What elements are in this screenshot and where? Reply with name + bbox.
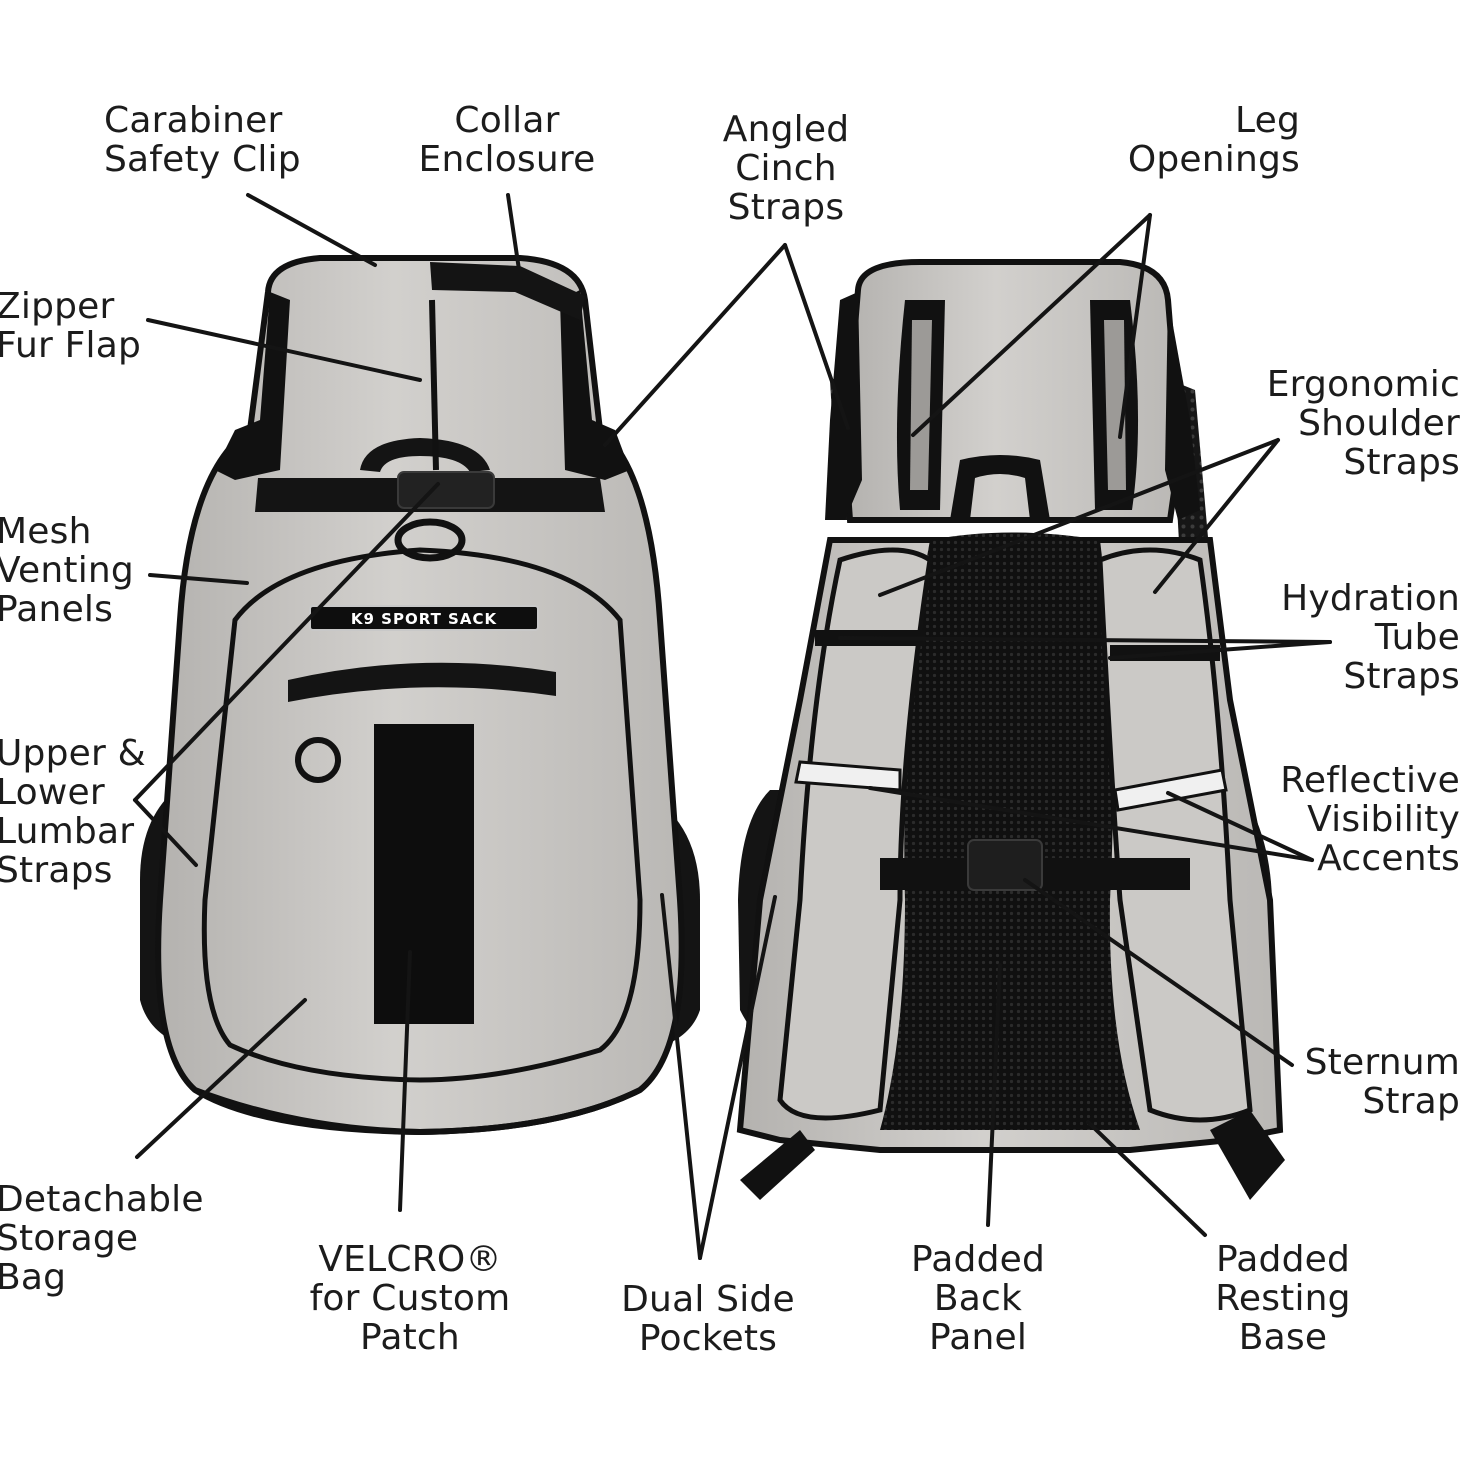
leader-zipper-fur (146, 318, 422, 382)
leader-carabiner (246, 193, 377, 267)
back-backpack (736, 259, 1285, 1200)
label-sternum-strap: Sternum Strap (1304, 1042, 1460, 1122)
front-zipper (288, 662, 556, 702)
reflective-accent-left (794, 760, 902, 792)
cinch-strap-right (1165, 298, 1200, 520)
front-buckle (397, 471, 495, 509)
label-upper-lower-lumbar-straps: Upper & Lower Lumbar Straps (0, 733, 146, 891)
leg-opening-left-inner (910, 320, 932, 490)
padded-back-panel (880, 532, 1140, 1130)
cinch-strap-left (825, 292, 862, 520)
hood-edge-left (215, 292, 290, 480)
leader-dual-b (698, 895, 777, 1260)
leader-angled-cinch-b (783, 243, 850, 430)
leader-dual-a (660, 893, 702, 1260)
leader-reflective-b (1166, 791, 1314, 862)
leader-ergonomic-a (878, 438, 1280, 597)
front-handle (360, 438, 490, 472)
shoulder-strap-left (777, 547, 933, 1121)
label-detachable-storage-bag: Detachable Storage Bag (0, 1179, 204, 1298)
front-backpack: K9 SPORT SACK (140, 255, 700, 1136)
leader-padded-back (986, 963, 1002, 1227)
leader-mesh (148, 573, 249, 585)
leader-leg-b (1118, 213, 1152, 439)
collar-enclosure-strap (430, 262, 585, 320)
leader-velcro (398, 950, 412, 1212)
leader-detachable (135, 998, 307, 1159)
leader-reflective-a (868, 786, 1314, 862)
leader-padded-resting (1086, 1120, 1207, 1237)
label-padded-back-panel: Padded Back Panel (910, 1239, 1046, 1358)
resting-base-tab-left (740, 1130, 815, 1200)
leader-hydration-b (1108, 640, 1332, 660)
label-hydration-tube-straps: Hydration Tube Straps (1281, 578, 1460, 697)
label-angled-cinch-straps: Angled Cinch Straps (722, 109, 850, 228)
leader-leg-a (911, 213, 1152, 437)
front-bottom-trim (193, 1087, 642, 1136)
brand-patch-text: K9 SPORT SACK (351, 610, 498, 628)
velcro-patch (374, 724, 474, 1024)
label-ergonomic-shoulder-straps: Ergonomic Shoulder Straps (1266, 364, 1460, 483)
reflective-accent-right (1113, 768, 1228, 812)
label-collar-enclosure: Collar Enclosure (418, 100, 596, 180)
leader-hydration-a (838, 636, 1332, 644)
carabiner-clip (429, 299, 439, 471)
carabiner-ring (394, 518, 466, 562)
leg-opening-right-inner (1104, 320, 1126, 490)
label-zipper-fur-flap: Zipper Fur Flap (0, 286, 142, 366)
zipper-pull-ring (295, 737, 341, 783)
leader-lumbar-b (133, 798, 198, 867)
leader-lines (133, 193, 1332, 1260)
sternum-buckle (967, 839, 1043, 891)
label-reflective-visibility-accents: Reflective Visibility Accents (1280, 760, 1460, 879)
leader-sternum (1023, 878, 1294, 1067)
back-handle (950, 455, 1050, 520)
leader-lumbar-a (133, 482, 440, 802)
label-dual-side-pockets: Dual Side Pockets (621, 1279, 795, 1359)
hood-edge-right (560, 290, 630, 480)
label-velcro-custom-patch: VELCRO® for Custom Patch (309, 1239, 511, 1358)
label-padded-resting-base: Padded Resting Base (1215, 1239, 1351, 1358)
leader-angled-cinch-a (603, 243, 787, 447)
label-carabiner-safety-clip: Carabiner Safety Clip (104, 100, 301, 180)
resting-base-tab-right (1210, 1110, 1285, 1200)
front-panel-seam (201, 547, 643, 1083)
leader-collar (506, 193, 524, 292)
label-mesh-venting-panels: Mesh Venting Panels (0, 511, 134, 630)
label-leg-openings: Leg Openings (1127, 100, 1300, 180)
leader-ergonomic-b (1153, 438, 1280, 594)
